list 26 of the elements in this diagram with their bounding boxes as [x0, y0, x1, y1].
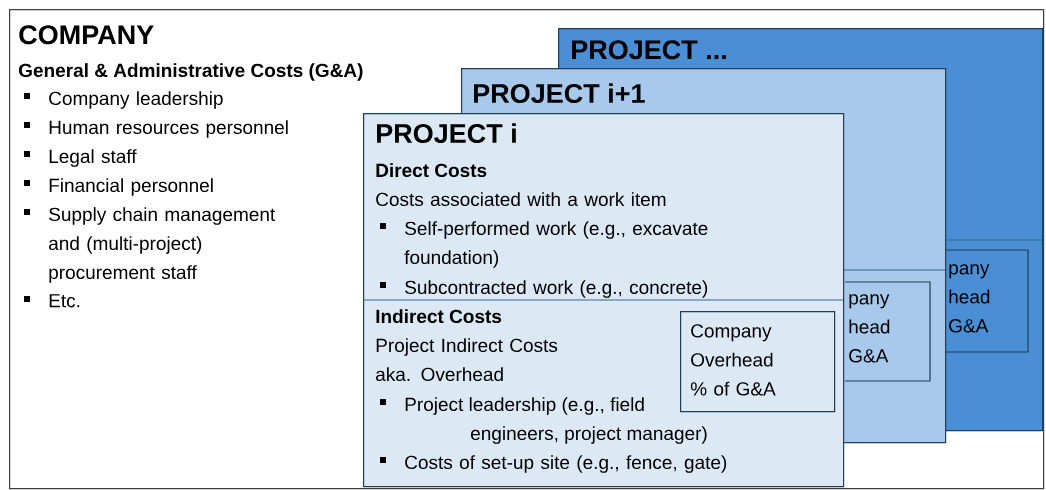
list-item: Subcontracted work (e.g., concrete) — [380, 280, 708, 298]
heading: PROJECT i — [377, 123, 516, 144]
list-item: Project leadership (e.g., field engineers, project manager) — [380, 397, 707, 444]
overhead-box — [844, 281, 931, 382]
list-item: Etc. — [24, 294, 80, 308]
list-item: Company leadership — [24, 91, 223, 109]
list-item: Legal staff — [24, 149, 137, 167]
subheading: Indirect Costs — [376, 309, 502, 324]
subheading: Direct Costs — [376, 163, 487, 178]
body-text: Company Overhead % of G&A — [690, 324, 776, 396]
project-card — [362, 113, 845, 488]
body-text: Costs associated with a work item — [376, 192, 666, 207]
overhead-box — [680, 311, 836, 413]
body-text: pany head G&A — [849, 294, 890, 363]
overhead-box — [945, 249, 1029, 353]
list-item: Supply chain management and (multi-project) procurement staff — [24, 207, 276, 283]
subheading: General & Administrative Costs (G&A) — [19, 63, 363, 81]
list-item: Self-performed work (e.g., excavate foundation) — [380, 221, 708, 268]
heading: COMPANY — [19, 25, 154, 45]
body-text: pany head G&A — [949, 264, 990, 333]
heading: PROJECT i+1 — [474, 83, 645, 104]
list-item: Financial personnel — [24, 178, 213, 196]
heading: PROJECT ... — [572, 40, 726, 60]
list-item: Human resources personnel — [24, 120, 288, 138]
body-text: Project Indirect Costs aka. Overhead — [376, 338, 558, 382]
list-item: Costs of set-up site (e.g., fence, gate) — [380, 455, 727, 473]
